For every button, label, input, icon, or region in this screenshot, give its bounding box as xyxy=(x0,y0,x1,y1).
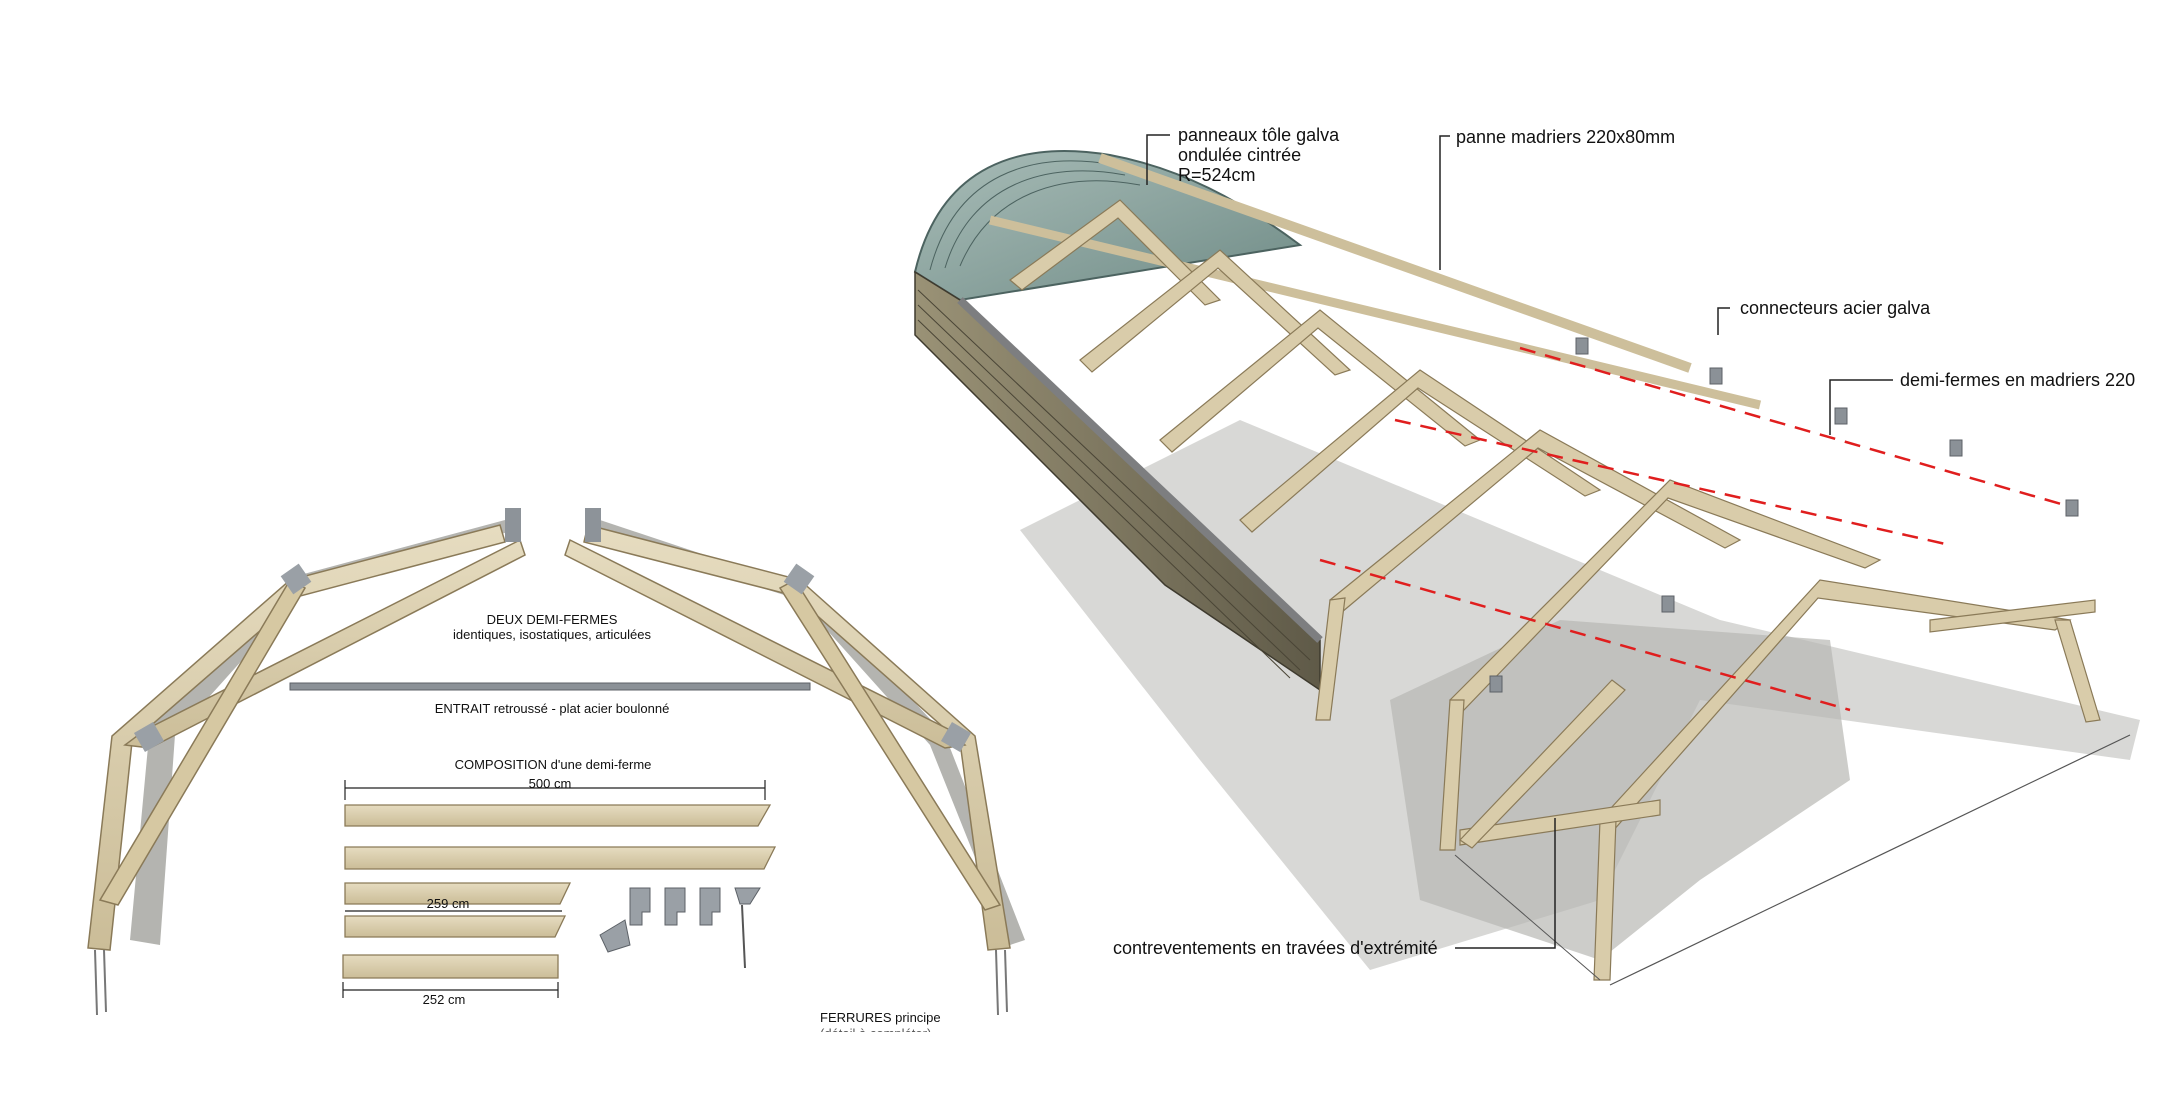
right-half-truss xyxy=(564,508,1025,1016)
roof-corrugation-2 xyxy=(944,170,1126,269)
red-dash-2 xyxy=(1319,558,1851,712)
leader-connectors xyxy=(1717,307,1730,335)
connector-c xyxy=(1834,407,1848,425)
truss-arch-3 xyxy=(1159,309,1482,453)
label-roof-sheets-3: R=524cm xyxy=(1178,165,1256,185)
timber-piece-5 xyxy=(342,954,559,979)
dimension-500: 500 cm xyxy=(528,776,572,791)
fitting-2 xyxy=(664,887,686,926)
leg-mid-left xyxy=(1439,699,1465,851)
connector-a xyxy=(1575,337,1589,355)
red-dash-1 xyxy=(1519,346,2076,510)
roof-corrugation-3 xyxy=(959,180,1141,267)
left-connector-mid xyxy=(280,563,312,595)
end-bracing xyxy=(1459,599,2096,849)
right-rafter-main xyxy=(583,524,1011,951)
cladding-line-3 xyxy=(917,319,1291,679)
label-purlin: panne madriers 220x80mm xyxy=(1456,127,1676,147)
dimension-252: 252 cm xyxy=(422,992,466,1007)
dimension-259: 259 cm xyxy=(426,896,470,911)
leader-bracing xyxy=(1455,818,1556,949)
left-diagonal xyxy=(98,579,307,906)
cladding-line-1 xyxy=(917,289,1311,661)
right-connector-low xyxy=(940,721,972,753)
ground-line-1 xyxy=(1609,734,2131,986)
timber-piece-4 xyxy=(344,915,567,938)
ferrures-label: FERRURES principe xyxy=(820,1010,941,1025)
connector-d xyxy=(1949,439,1963,457)
left-half-truss xyxy=(87,508,526,1016)
leader-lines xyxy=(1146,134,1893,949)
timber-piece-1 xyxy=(344,804,772,827)
bracing-diagonal-1 xyxy=(1459,679,1626,849)
fitting-3 xyxy=(699,887,721,926)
fitting-1 xyxy=(629,887,651,926)
timber-piece-2 xyxy=(344,846,777,870)
right-connector-mid xyxy=(783,563,815,595)
tie-label: ENTRAIT retroussé - plat acier boulonné xyxy=(434,701,670,716)
leg-front-left xyxy=(1315,597,1346,721)
label-bracing: contreventements en travées d'extrémité xyxy=(1113,938,1438,958)
right-diagonal xyxy=(778,579,1002,911)
truss-title: DEUX DEMI-FERMES xyxy=(486,612,618,627)
purlin-top xyxy=(1098,153,1692,373)
purlin-upper xyxy=(988,215,1762,410)
alignment-lines xyxy=(1319,346,2076,712)
fitting-rod xyxy=(741,904,746,969)
bracing-diagonal-2 xyxy=(1929,599,2096,633)
right-foot-rod xyxy=(995,949,999,1016)
steel-tie-plate xyxy=(289,682,811,691)
fitting-wedge xyxy=(599,919,631,953)
cladding-line-2 xyxy=(917,304,1301,671)
truss-arch-1 xyxy=(1009,199,1222,306)
steel-connectors xyxy=(1489,337,2079,693)
label-connectors: connecteurs acier galva xyxy=(1740,298,1931,318)
right-connector-top xyxy=(585,508,601,542)
leader-sheets xyxy=(1146,134,1170,185)
steel-fittings xyxy=(599,887,761,969)
connector-e xyxy=(2065,499,2079,517)
front-truss-legs xyxy=(1315,597,2101,981)
connector-g xyxy=(1489,675,1503,693)
label-roof-sheets-2: ondulée cintrée xyxy=(1178,145,1302,165)
left-connector-low xyxy=(133,721,165,753)
connector-b xyxy=(1709,367,1723,385)
composition-pieces xyxy=(342,780,777,998)
ground-shadow-end xyxy=(1390,620,1850,960)
roof-corrugation-1 xyxy=(929,160,1116,271)
timber-piece-3 xyxy=(344,882,572,905)
fitting-4 xyxy=(734,887,761,905)
leg-far-right xyxy=(2054,619,2101,723)
left-foot-rod-2 xyxy=(103,949,107,1013)
hangar-3d xyxy=(913,150,2140,986)
truss-subtitle: identiques, isostatiques, articulées xyxy=(452,627,652,642)
purlin-lower xyxy=(957,297,1323,643)
ferrures-sublabel: (détail à compléter) xyxy=(820,1026,931,1032)
left-foot-rod xyxy=(94,949,98,1016)
leader-halftrusses xyxy=(1829,379,1893,435)
red-dash-3 xyxy=(1394,418,1951,547)
leader-purlin xyxy=(1439,135,1450,270)
truss-arch-2 xyxy=(1079,249,1352,376)
connector-f xyxy=(1661,595,1675,613)
right-foot-rod-2 xyxy=(1004,949,1008,1013)
label-roof-sheets-1: panneaux tôle galva xyxy=(1178,125,1340,145)
composition-title: COMPOSITION d'une demi-ferme xyxy=(454,757,652,772)
ground-line-2 xyxy=(1454,854,1601,981)
left-connector-top xyxy=(505,508,521,542)
label-half-trusses: demi-fermes en madriers 220 xyxy=(1900,370,2135,390)
